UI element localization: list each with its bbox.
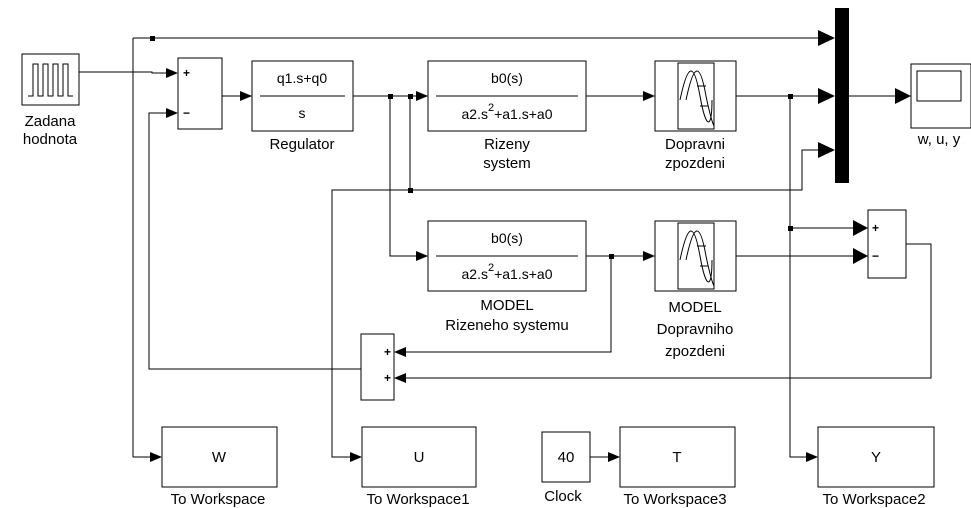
sum2-sign-plus: + [872, 221, 879, 235]
workspace-u-value: U [414, 449, 425, 466]
workspace-y-block[interactable]: Y To Workspace2 [817, 426, 935, 508]
sum3-block[interactable]: + + [360, 333, 395, 401]
arrow-mux-in3 [818, 142, 835, 158]
workspace-y-value: Y [871, 449, 881, 466]
regulator-numerator: q1.s+q0 [277, 70, 327, 86]
arrow-workspace-y [806, 452, 818, 462]
plant-label-line1: Rizeny [484, 136, 530, 153]
arrow-workspace-w [150, 452, 162, 462]
line-model-sum3 [404, 256, 612, 353]
branch-dot [609, 254, 614, 259]
line-source-sum1 [79, 71, 168, 74]
line-sum3-sum1 [148, 112, 361, 370]
plant-numerator: b0(s) [491, 70, 523, 86]
source-label-line1: Zadana [25, 113, 77, 130]
sum1-sign-plus: + [183, 66, 190, 80]
transport-delay-icon [679, 230, 715, 287]
regulator-block[interactable]: q1.s+q0 s Regulator [251, 60, 354, 153]
line-u-workspace [331, 96, 411, 458]
scope-label: w, u, y [917, 131, 961, 148]
delay-label-line1: Dopravni [665, 136, 725, 153]
sum2-sign-minus: − [872, 249, 879, 263]
model-plant-label-line2: Rizeneho systemu [445, 317, 568, 334]
model-plant-denominator: a2.s2+a1.s+a0 [462, 262, 553, 282]
branch-dot [408, 188, 413, 193]
plant-label-line2: system [483, 155, 531, 172]
source-label-line2: hodnota [23, 131, 78, 148]
transport-delay-icon [679, 70, 715, 127]
workspace-u-block[interactable]: U To Workspace1 [361, 426, 477, 508]
model-plant-numerator: b0(s) [491, 230, 523, 246]
arrow-delay-in [643, 91, 655, 101]
branch-dot [388, 94, 393, 99]
workspace-y-label: To Workspace2 [822, 491, 925, 508]
model-plant-label-line1: MODEL [480, 297, 533, 314]
sum2-block[interactable]: + − [867, 209, 907, 279]
workspace-w-label: To Workspace [171, 491, 266, 508]
line-u-model [389, 96, 418, 257]
arrow-sum2-plus [853, 220, 868, 236]
model-delay-block[interactable]: MODEL Dopravniho zpozdeni [654, 220, 737, 360]
line-sum2-sum3 [404, 243, 932, 379]
arrow-scope-in [895, 88, 911, 104]
regulator-denominator: s [299, 105, 306, 121]
source-block[interactable]: Zadana hodnota [21, 53, 80, 148]
arrow-regulator-in [240, 91, 252, 101]
arrow-mux-in2 [818, 88, 835, 104]
arrow-workspace-u [350, 452, 362, 462]
workspace-u-label: To Workspace1 [366, 491, 469, 508]
sum1-sign-minus: − [183, 106, 190, 120]
clock-value: 40 [558, 449, 575, 466]
delay-label-line2: zpozdeni [665, 155, 725, 172]
sum3-sign-bottom: + [384, 371, 391, 385]
arrow-sum3-bottom [394, 373, 406, 383]
model-delay-label-line2: Dopravniho [657, 321, 734, 338]
branch-dot [788, 226, 793, 231]
line-y-workspace [789, 96, 806, 458]
model-delay-label-line1: MODEL [668, 299, 721, 316]
delay-block[interactable]: Dopravni zpozdeni [654, 60, 737, 172]
workspace-t-block[interactable]: T To Workspace3 [619, 426, 736, 508]
arrow-sum1-plus [166, 68, 178, 78]
plant-block[interactable]: b0(s) a2.s2+a1.s+a0 Rizeny system [427, 60, 587, 172]
branch-dots [150, 36, 793, 259]
model-plant-block[interactable]: b0(s) a2.s2+a1.s+a0 MODEL Rizeneho syste… [427, 220, 587, 334]
arrow-model-in [416, 251, 428, 261]
model-delay-label-line3: zpozdeni [665, 343, 725, 360]
sum1-block[interactable]: + − [177, 57, 223, 130]
arrow-mux-in1 [818, 30, 835, 46]
clock-block[interactable]: 40 Clock [541, 431, 591, 505]
branch-dot [408, 94, 413, 99]
line-u-mux [410, 149, 818, 191]
plant-denominator: a2.s2+a1.s+a0 [462, 102, 553, 122]
regulator-label: Regulator [269, 136, 334, 153]
clock-label: Clock [544, 488, 582, 505]
arrow-workspace-t [608, 452, 620, 462]
scope-block[interactable]: w, u, y [910, 63, 971, 148]
workspace-t-value: T [672, 449, 681, 466]
sum3-sign-top: + [384, 345, 391, 359]
mux-bar[interactable] [835, 8, 849, 183]
arrow-sum1-minus [166, 108, 178, 118]
signal-lines [79, 37, 932, 458]
workspace-w-block[interactable]: W To Workspace [161, 426, 278, 508]
arrow-sum3-top [394, 347, 406, 357]
branch-dot [788, 94, 793, 99]
workspace-w-value: W [212, 449, 227, 466]
arrow-modeldelay-in [643, 251, 655, 261]
pulse-icon [28, 63, 73, 97]
workspace-t-label: To Workspace3 [623, 491, 726, 508]
arrow-plant-in [416, 91, 428, 101]
scope-screen-icon [916, 70, 962, 102]
arrow-sum2-minus [853, 248, 868, 264]
branch-dot [150, 36, 155, 41]
arrowheads [150, 30, 911, 462]
